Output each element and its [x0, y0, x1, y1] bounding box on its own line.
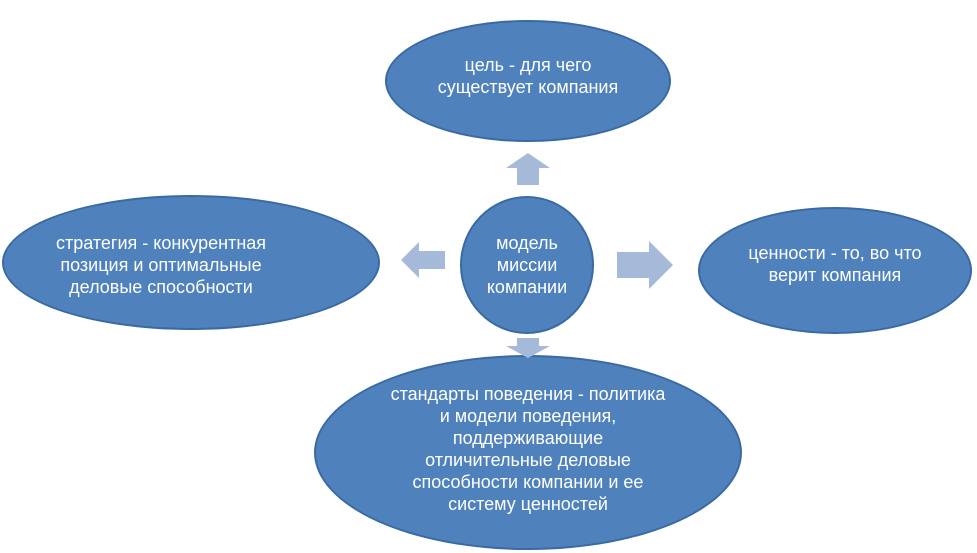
arrow-up-icon — [506, 153, 550, 185]
values-node: ценности - то, во что верит компания — [698, 207, 972, 334]
strategy-label: стратегия - конкурентная позиция и оптим… — [55, 232, 267, 297]
center-label: модель миссии компании — [486, 233, 568, 297]
arrow-down-icon — [506, 338, 550, 358]
arrow-left-icon — [401, 242, 445, 278]
center-node: модель миссии компании — [460, 196, 594, 334]
goal-label: цель - для чего существует компания — [437, 55, 619, 97]
arrow-right-icon — [617, 241, 673, 289]
strategy-node: стратегия - конкурентная позиция и оптим… — [2, 195, 380, 330]
values-label: ценности - то, во что верит компания — [748, 242, 922, 285]
goal-node: цель - для чего существует компания — [385, 20, 671, 142]
standards-label: стандарты поведения - политика и модели … — [390, 383, 666, 514]
standards-node: стандарты поведения - политика и модели … — [314, 355, 742, 550]
